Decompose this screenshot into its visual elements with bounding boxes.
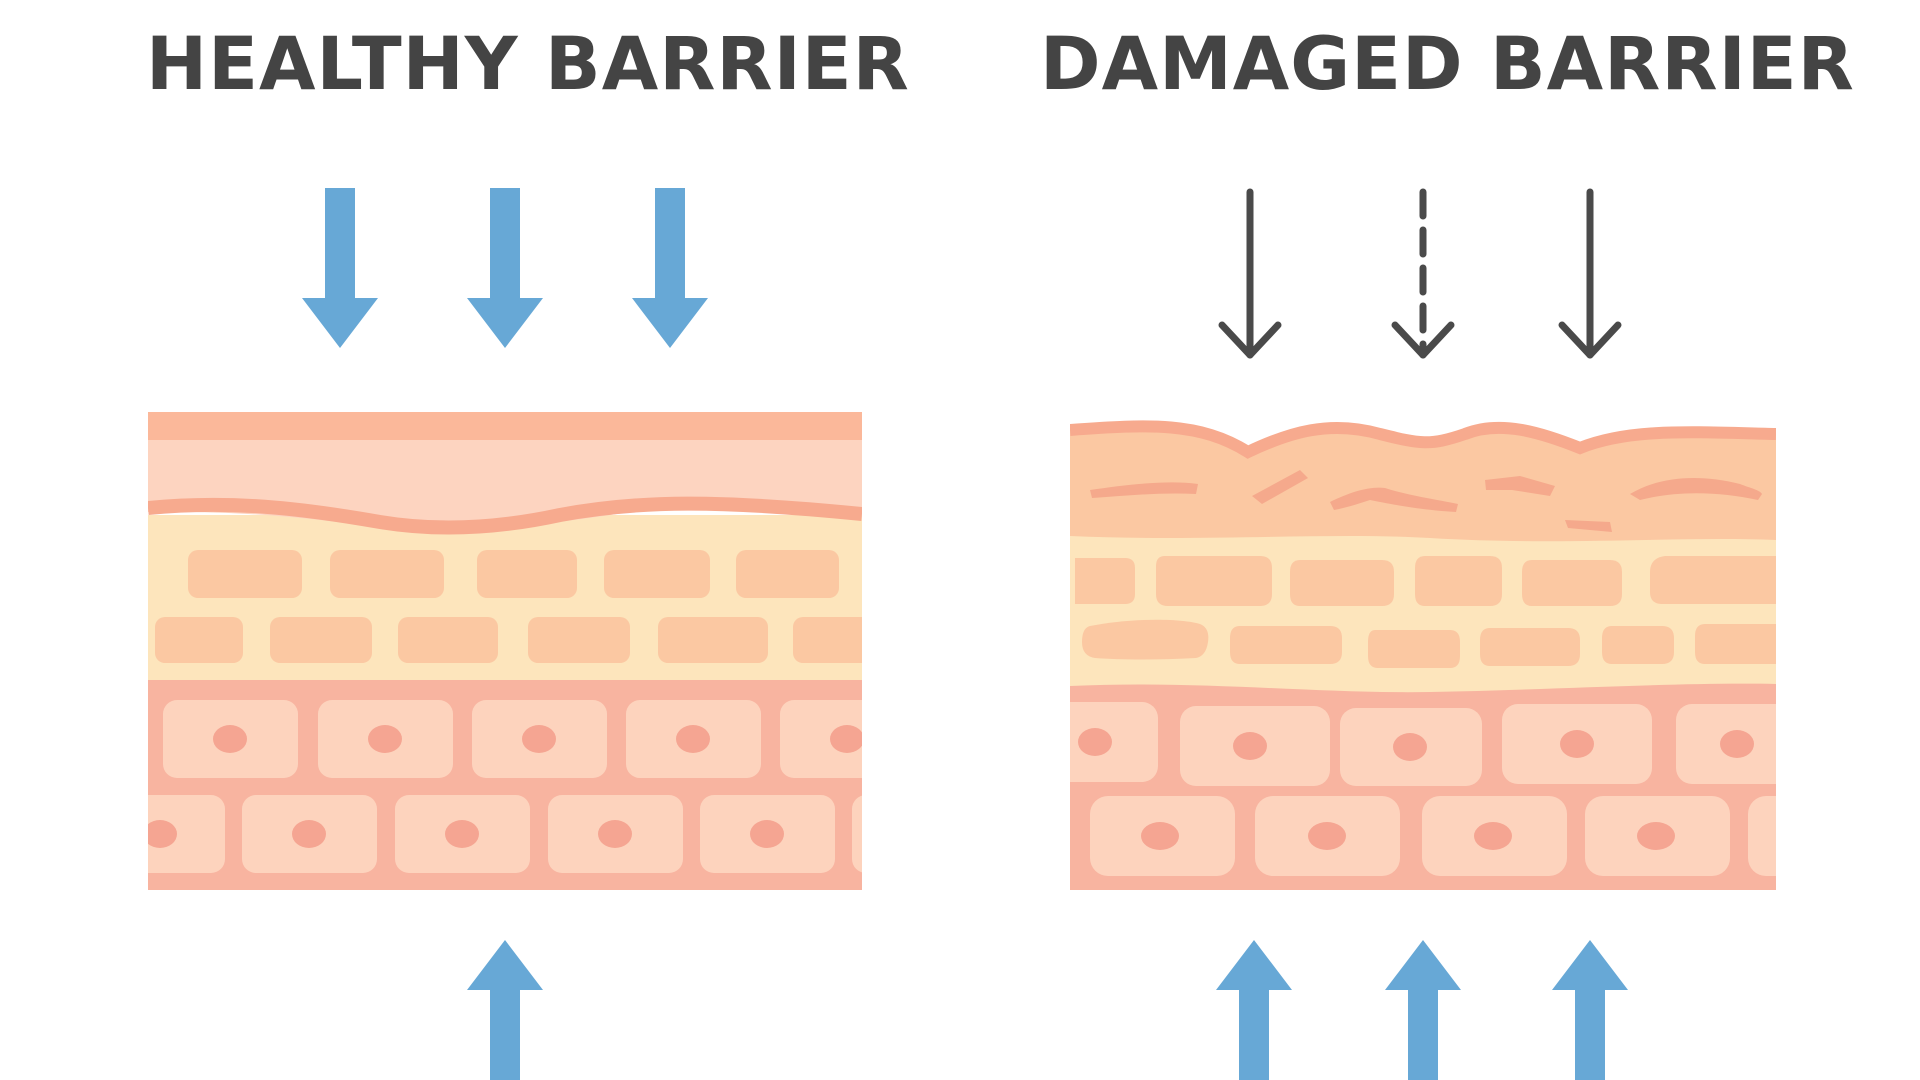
brick [188,550,302,598]
nucleus [1474,822,1512,850]
brick [1650,556,1776,604]
nucleus [292,820,326,848]
nucleus [1141,822,1179,850]
brick [1230,626,1342,664]
damaged-down-arrow-1 [1218,188,1282,359]
brick [270,617,372,663]
nucleus [1393,733,1427,761]
nucleus [750,820,784,848]
damaged-cell-row-2 [1090,796,1776,876]
nucleus [1720,730,1754,758]
damaged-up-arrow-2 [1385,940,1461,1080]
flake [1330,487,1458,512]
healthy-outgoing-arrows [467,940,543,1080]
cell [852,795,862,873]
cell [148,795,225,873]
damaged-cell-row-1 [1070,702,1776,786]
brick [1156,556,1272,606]
flake [1090,482,1198,498]
healthy-brick-row-2 [155,617,862,663]
damaged-skin-cross-section [1070,420,1776,890]
damaged-outgoing-arrows [1216,940,1628,1080]
nucleus [598,820,632,848]
healthy-cell-row-2 [148,795,862,873]
healthy-stratum-corneum [148,412,862,440]
damaged-surface-line [1070,420,1776,459]
flake [1252,470,1308,504]
cell [1748,796,1776,876]
flake [1630,478,1762,500]
cell [1070,702,1158,782]
nucleus [1560,730,1594,758]
nucleus [1078,728,1112,756]
damaged-flakes [1090,470,1762,532]
damaged-brick-row-1 [1075,556,1776,606]
brick [1290,560,1394,606]
brick [398,617,498,663]
damaged-incoming-arrows [1218,188,1622,359]
healthy-barrier-title: HEALTHY BARRIER [146,22,910,107]
healthy-cell-row-1 [163,700,862,778]
flake [1485,476,1555,496]
healthy-up-arrow [467,940,543,1080]
damaged-barrier-title: DAMAGED BARRIER [1040,22,1855,107]
brick [477,550,577,598]
nucleus [676,725,710,753]
nucleus [522,725,556,753]
damaged-brick-row-2 [1082,619,1776,668]
nucleus [213,725,247,753]
brick [155,617,243,663]
brick [1075,558,1135,604]
brick [1695,624,1776,664]
brick [793,617,862,663]
healthy-down-arrow-2 [467,188,543,348]
healthy-down-arrow-3 [632,188,708,348]
nucleus [1637,822,1675,850]
healthy-down-arrow-1 [302,188,378,348]
healthy-wavy-line [148,496,862,535]
healthy-incoming-arrows [302,188,708,348]
damaged-up-arrow-3 [1552,940,1628,1080]
damaged-up-arrow-1 [1216,940,1292,1080]
nucleus [368,725,402,753]
brick [1602,626,1674,664]
cell [780,700,862,778]
brick [528,617,630,663]
brick [1415,556,1502,606]
brick [1522,560,1622,606]
healthy-brick-row-1 [188,550,839,598]
nucleus [148,820,177,848]
brick [658,617,768,663]
brick [1082,619,1209,660]
brick [330,550,444,598]
damaged-down-arrow-dashed [1391,188,1455,359]
healthy-skin-cross-section [148,412,862,890]
nucleus [1233,732,1267,760]
brick [604,550,710,598]
nucleus [830,725,862,753]
flake [1565,520,1612,532]
nucleus [445,820,479,848]
nucleus [1308,822,1346,850]
brick [1480,628,1580,666]
damaged-down-arrow-3 [1558,188,1622,359]
brick [736,550,839,598]
brick [1368,630,1460,668]
